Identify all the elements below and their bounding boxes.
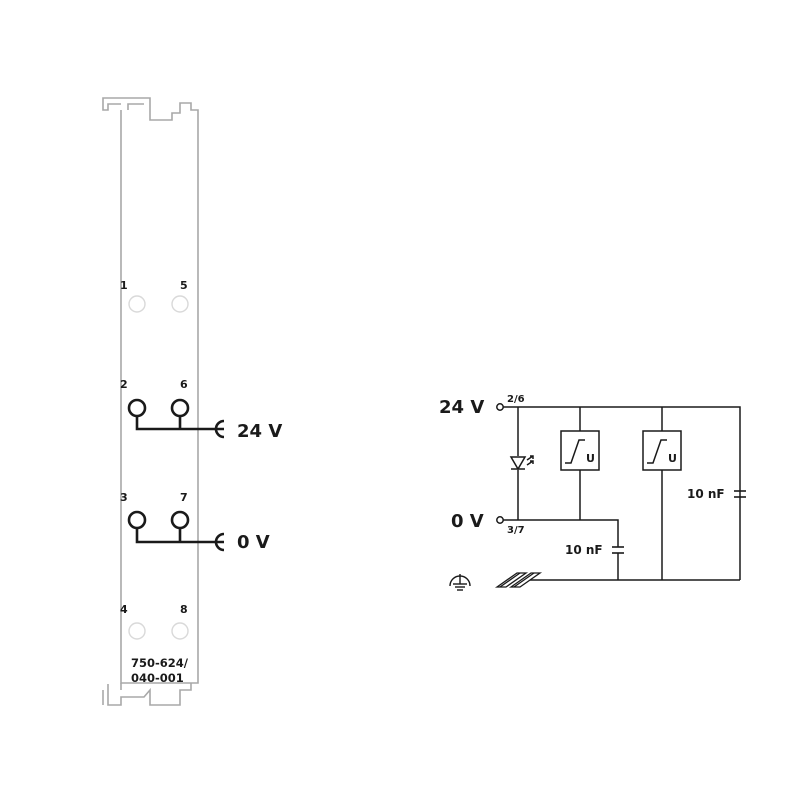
terminal-1 (128, 295, 146, 313)
capacitor-left-icon (612, 546, 624, 554)
unused-terminals (128, 295, 189, 640)
supply-terminal-icon (496, 403, 504, 411)
power-jumper-contact-icon (494, 572, 543, 588)
schematic-lines (496, 403, 741, 581)
terminal-2 (127, 398, 147, 418)
terminal-label-1: 1 (120, 279, 128, 292)
capacitor-left-label: 10 nF (565, 543, 603, 557)
ground-plug-icon (214, 532, 225, 552)
terminal-label-7: 7 (180, 491, 188, 504)
schematic-ground-label: 0 V (451, 511, 484, 532)
led-icon (509, 455, 534, 471)
terminal-label-2: 2 (120, 378, 128, 391)
terminal-4 (128, 622, 146, 640)
terminal-label-3: 3 (120, 491, 128, 504)
terminal-3 (127, 510, 147, 530)
schematic-ground-pins: 3/7 (507, 525, 525, 536)
terminal-label-4: 4 (120, 603, 128, 616)
supply-plug-icon (214, 419, 225, 439)
schematic-supply-pins: 2/6 (507, 394, 525, 405)
terminal-5 (171, 295, 189, 313)
surge-suppressor-2: U (642, 430, 682, 471)
capacitor-right-label: 10 nF (687, 487, 725, 501)
terminal-7 (170, 510, 190, 530)
module-housing (102, 97, 199, 706)
ground-terminal-icon (496, 516, 504, 524)
terminal-8 (171, 622, 189, 640)
part-number-line1: 750-624/ (131, 656, 189, 670)
protective-earth-icon (449, 574, 471, 591)
terminal-label-5: 5 (180, 279, 188, 292)
terminal-label-6: 6 (180, 378, 188, 391)
module-supply-label: 24 V (237, 421, 282, 442)
part-number-line2: 040-001 (131, 671, 184, 685)
schematic-supply-label: 24 V (439, 397, 484, 418)
surge-suppressor-1: U (560, 430, 600, 471)
surge-1-label: U (586, 452, 595, 465)
module-ground-label: 0 V (237, 532, 270, 553)
surge-2-label: U (668, 452, 677, 465)
terminal-6 (170, 398, 190, 418)
module-ground-wiring (127, 510, 225, 552)
capacitor-right-icon (734, 490, 746, 498)
terminal-label-8: 8 (180, 603, 188, 616)
module-supply-wiring (127, 398, 225, 439)
